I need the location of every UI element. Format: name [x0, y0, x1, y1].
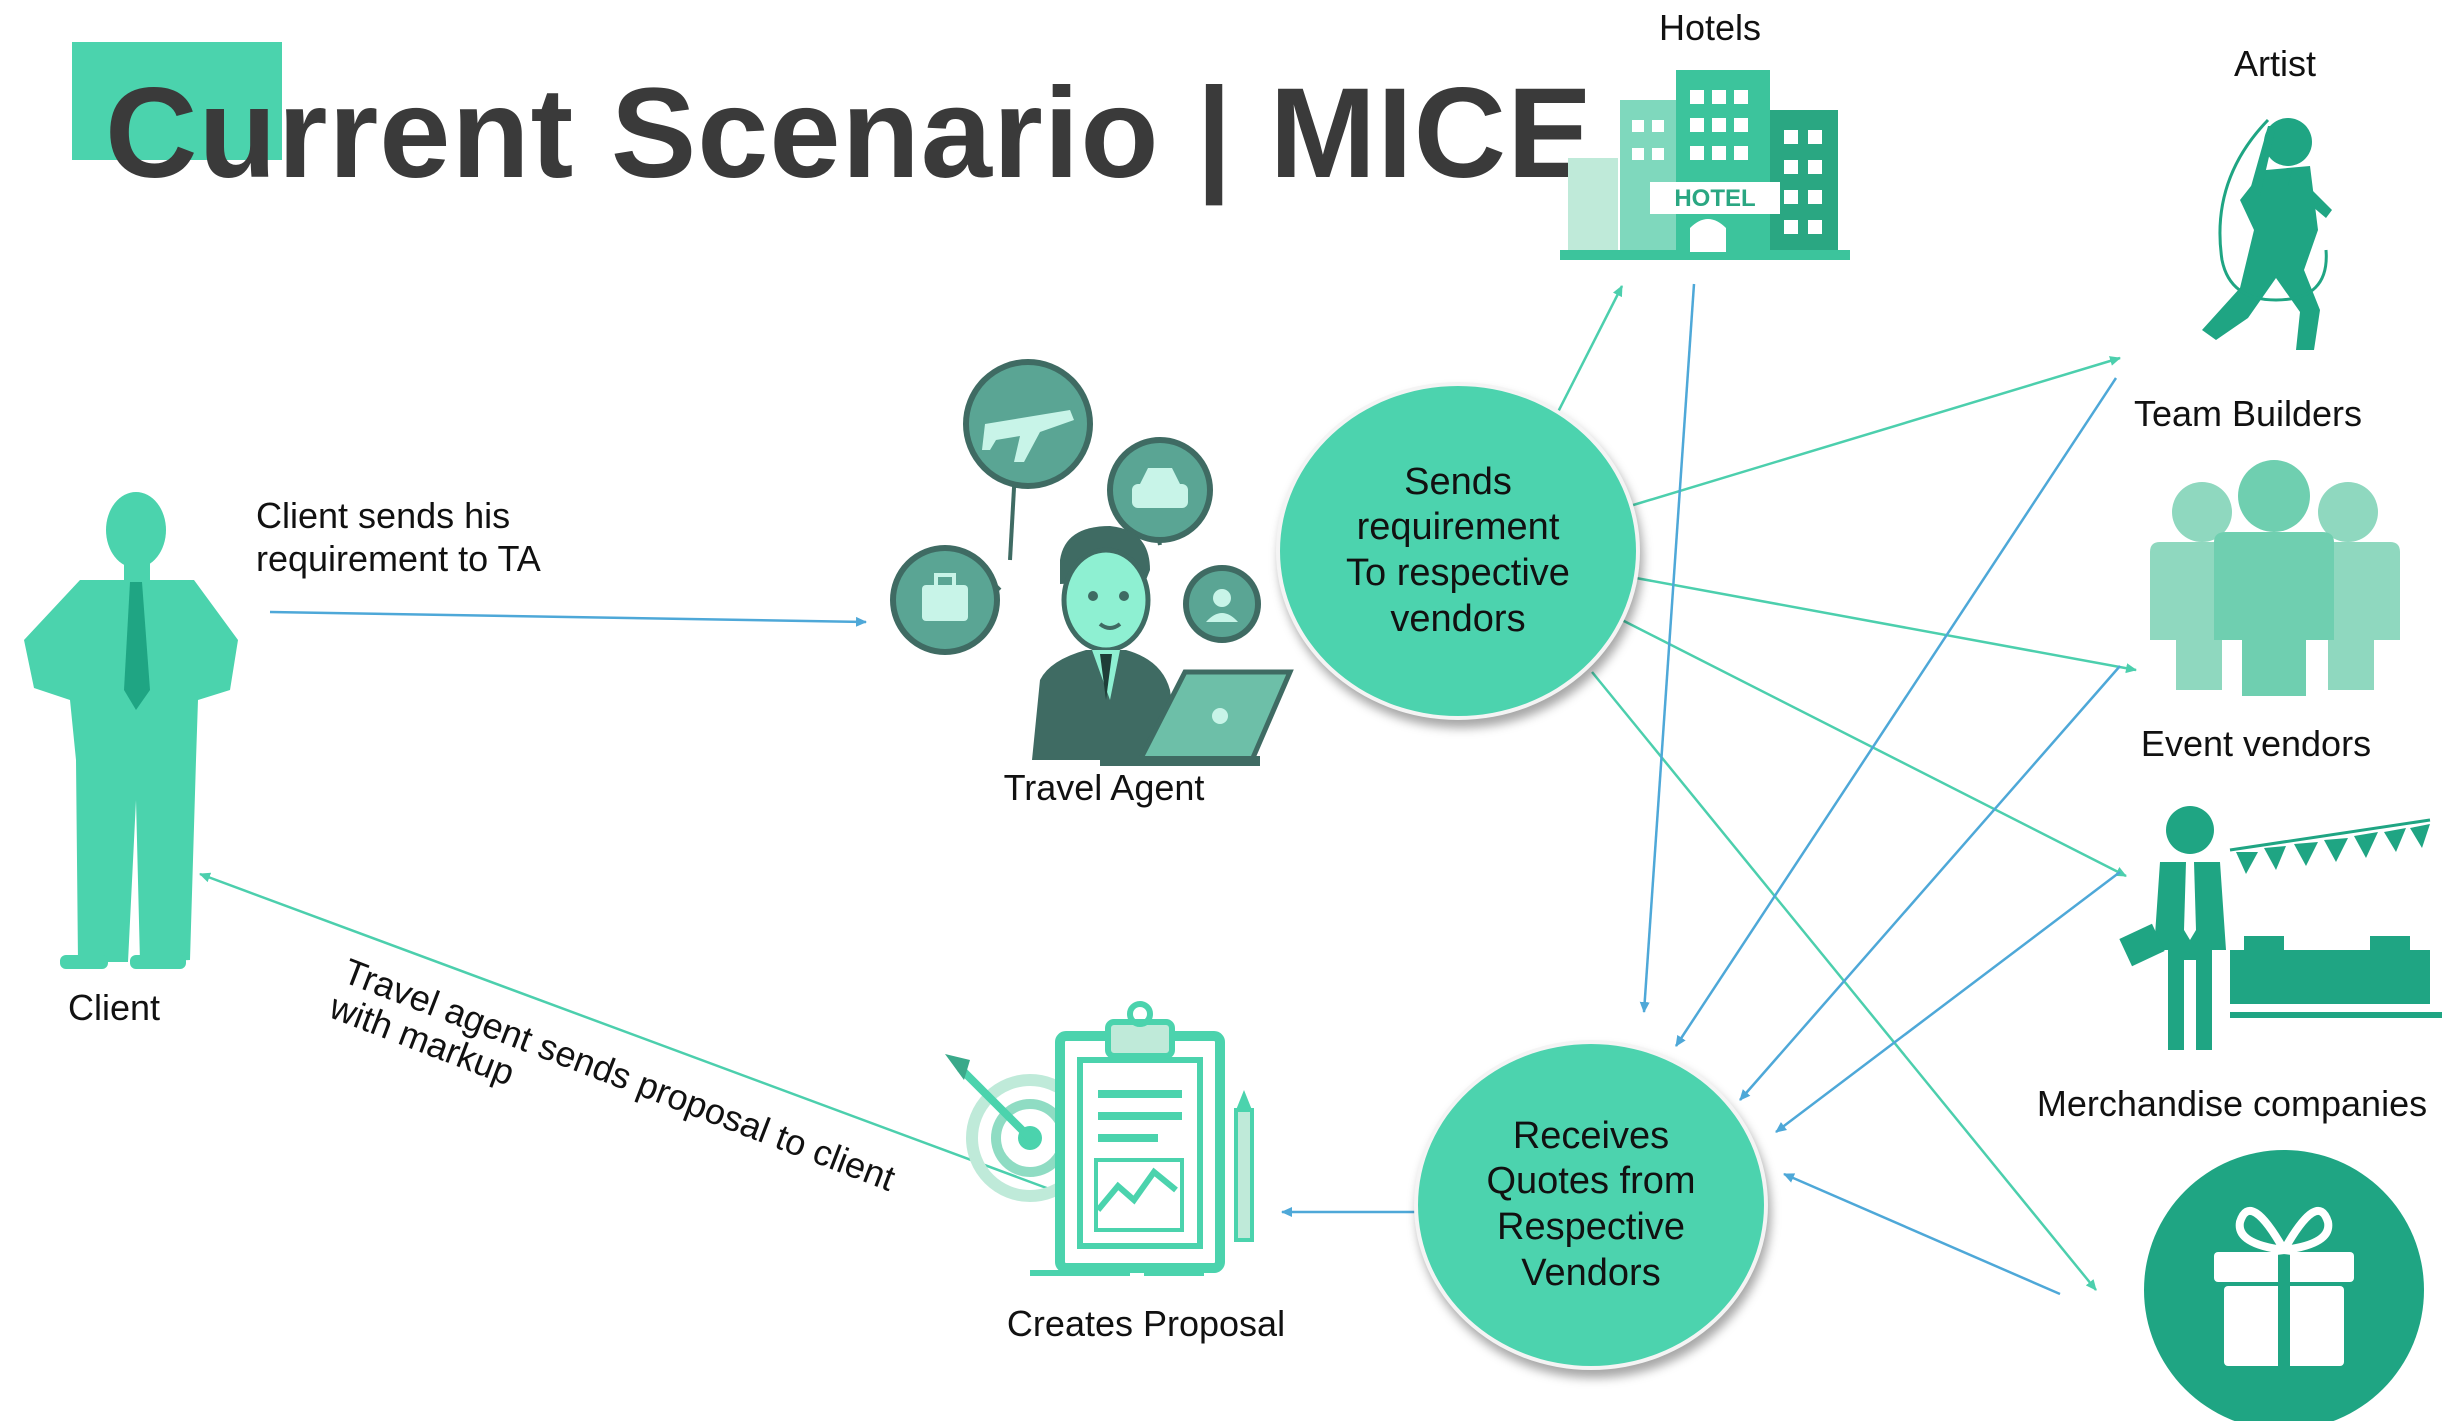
- creates-proposal-icon: [945, 1001, 1254, 1276]
- sends-requirement-label: Sends requirement To respective vendors: [1346, 460, 1570, 640]
- arrow-client-to-ta: [269, 610, 867, 627]
- travel-agent-icon: [890, 359, 1294, 766]
- arrow-quote-team-builders: [1739, 665, 2121, 1101]
- arrow-quote-merchandise: [1783, 1172, 2061, 1296]
- team-builders-icon: [2150, 460, 2400, 696]
- client-label: Client: [68, 987, 161, 1028]
- arrow-send-event-vendors: [1621, 618, 2127, 878]
- arrow-send-artist: [1629, 356, 2121, 508]
- event-vendors-icon: [2119, 806, 2442, 1050]
- arrow-proposal-to-client: [199, 872, 1053, 1192]
- creates-proposal-label: Creates Proposal: [1006, 1303, 1286, 1344]
- page-title: Current Scenario | MICE: [105, 62, 1594, 205]
- receives-quotes-node: Receives Quotes from Respective Vendors: [1414, 1040, 1768, 1370]
- arrow-quote-event-vendors: [1775, 871, 2121, 1133]
- arrow-send-hotels: [1556, 285, 1624, 413]
- travel-agent-label: Travel Agent: [1003, 767, 1205, 808]
- hotel-sign-text: HOTEL: [1674, 185, 1755, 212]
- event-vendors-label: Event vendors: [2140, 723, 2372, 764]
- hotel-icon: HOTEL: [1560, 70, 1850, 260]
- receives-quotes-label: Receives Quotes from Respective Vendors: [1486, 1114, 1696, 1294]
- merchandise-label: Merchandise companies: [2036, 1083, 2428, 1124]
- client-to-ta-edge-label: Client sends his requirement to TA: [256, 495, 541, 580]
- arrow-quote-hotels: [1639, 283, 1696, 1013]
- sends-requirement-node: Sends requirement To respective vendors: [1276, 382, 1640, 720]
- artist-label: Artist: [2233, 43, 2317, 84]
- artist-icon: [2202, 118, 2332, 350]
- hotels-label: Hotels: [1658, 7, 1762, 48]
- title-accent-block: [72, 42, 282, 160]
- team-builders-label: Team Builders: [2133, 393, 2363, 434]
- arrow-quote-artist: [1674, 377, 2118, 1047]
- client-icon: [24, 492, 238, 969]
- arrow-send-team-builders: [1635, 576, 2137, 674]
- merchandise-gift-icon: [2144, 1150, 2424, 1421]
